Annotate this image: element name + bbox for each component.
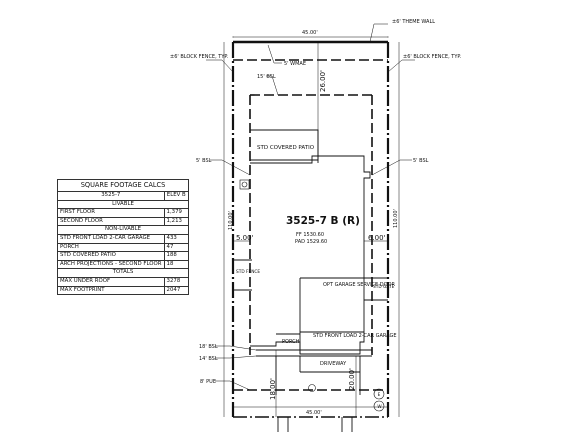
opt-garage-door-label: OPT GARAGE SERVICE DOOR [323,282,396,288]
section-header: TOTALS [57,268,189,278]
left-depth-dimension: 110.00' [228,211,234,230]
bsl-15-note: 15' BSL [257,74,276,80]
bsl-5-left-note: 5' BSL [196,158,212,164]
row-label: PORCH [57,242,165,253]
top-width-dimension: 45.00' [302,30,318,36]
front-left-dimension: 18.00' [269,378,277,400]
plan-title: 3525-7 B (R) [286,215,360,227]
row-value: 3278 [163,276,190,287]
row-label: MAX FOOTPRINT [57,285,165,296]
row-value: 2047 [163,285,190,296]
property-line [231,42,390,417]
section-header-row: NON-LIVABLE [57,225,189,235]
house-footprint [250,129,371,355]
pue-8-note: 8' PUE [200,379,216,385]
bsl-5-right-note: 5' BSL [413,158,429,164]
setback-lines [233,59,388,391]
row-value: 433 [163,233,190,244]
finished-floor-elevation: FF 1530.60 [296,232,324,238]
section-header: LIVABLE [57,199,189,210]
driveway-label: DRIVEWAY [320,361,347,367]
row-value: 47 [163,242,190,253]
row-label: FIRST FLOOR [57,208,165,218]
porch-label: PORCH [282,339,300,345]
row-label: STD COVERED PATIO [57,251,165,261]
front-right-dimension: 20.00' [348,368,356,390]
water-symbol: W [377,404,382,410]
right-depth-dimension: 110.00' [393,209,399,228]
elevation-code: ELEV B [163,191,190,201]
section-header: NON-LIVABLE [57,225,189,235]
utility-symbols [239,179,385,412]
std-gate-label: STD GATE [373,284,395,290]
garage-label: STD FRONT LOAD 2-CAR GARAGE [313,333,397,339]
electric-symbol: E [378,392,381,398]
left-side-dimension: 5.00' [236,234,254,242]
dimension-lines [223,36,400,417]
row-label: MAX UNDER ROOF [57,276,165,287]
block-fence-note-right: ±6' BLOCK FENCE, TYP. [403,54,462,60]
table-title-row: SQUARE FOOTAGE CALCS [57,179,189,192]
theme-wall-note: ±6' THEME WALL [392,19,435,25]
bsl-14-note: 14' BSL [199,356,218,362]
pad-elevation: PAD 1529.60 [295,239,327,245]
row-label: STD FRONT LOAD 2-CAR GARAGE [57,233,165,244]
row-value: 1,213 [163,216,190,227]
row-label: SECOND FLOOR [57,216,165,227]
row-value: 188 [163,251,190,261]
right-side-dimension: 6.00' [368,234,386,242]
row-value: 18 [163,259,190,270]
covered-patio-label: STD COVERED PATIO [257,145,315,151]
section-header-row: LIVABLE [57,199,189,210]
section-header-row: TOTALS [57,268,189,278]
row-value: 1,379 [163,208,190,218]
leader-lines [206,23,415,391]
table-title: SQUARE FOOTAGE CALCS [57,179,189,192]
rear-setback-dimension: 26.00' [319,70,327,92]
plan-code: 3525-7 [57,191,165,201]
block-fence-note-left: ±6' BLOCK FENCE, TYP. [170,54,229,60]
row-label: ARCH PROJECTIONS - SECOND FLOOR [57,259,165,270]
wmae-note: 5' WMAE [284,61,306,67]
std-fence-label: STD FENCE [236,269,260,275]
bottom-width-dimension: 45.00' [306,410,322,416]
fence-segments [233,259,388,301]
bsl-18-note: 18' BSL [199,344,218,350]
